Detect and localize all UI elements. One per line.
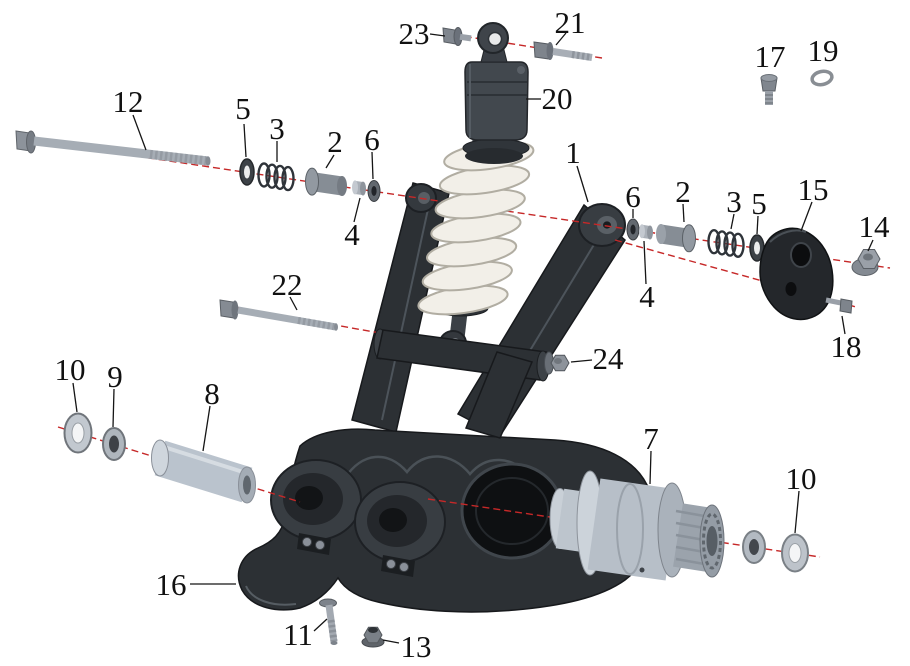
callout-12: 12 [113,84,144,119]
callout-21: 21 [555,5,586,40]
leader-lines [72,32,874,644]
callout-6-left: 6 [364,122,380,157]
callout-17: 17 [755,39,786,74]
clamp-nut-13 [361,626,385,648]
coil-spring-left-3 [257,162,295,192]
pivot-bolt-12 [15,130,211,166]
callout-8: 8 [204,376,220,411]
washer-small-left-9 [102,427,126,461]
bracket-15 [759,227,834,321]
swingarm-part [237,182,655,613]
washer-large-right-10 [781,533,809,573]
callout-5-right: 5 [751,186,767,221]
spacer-tube-8 [151,439,256,504]
pivot-bushing-left-2 [305,167,347,196]
washer-large-left-10 [63,412,93,454]
spacer-right-4 [639,224,653,240]
callout-15: 15 [798,172,829,207]
oring-left-6 [367,180,381,202]
shock-body [464,61,529,141]
callout-20: 20 [542,81,573,116]
callout-14: 14 [859,209,891,244]
callout-23: 23 [399,16,430,51]
washer-inner-right [742,530,766,564]
callout-18: 18 [831,329,862,364]
arm-bolt-24 [544,351,570,375]
flange-nut-14 [851,249,881,276]
lower-shock-bolt-22 [219,299,338,331]
axle-hub-7 [549,470,725,581]
callout-11: 11 [283,617,313,652]
spacer-left-4 [352,180,366,196]
mount-bolt-17 [760,74,778,105]
callout-9: 9 [107,359,123,394]
callout-10-right: 10 [786,461,817,496]
clamp-bolt-11 [319,598,338,645]
callout-13: 13 [401,629,432,664]
callout-19: 19 [808,33,839,68]
seal-washer-left-5 [239,158,255,186]
callout-1: 1 [565,135,581,170]
shock-upper-bolt-front-23 [442,27,472,46]
oring-right-6 [626,218,640,241]
bracket-bolt-18 [825,297,853,314]
seal-washer-right-5 [749,234,765,262]
callout-3-left: 3 [269,111,285,146]
callout-7: 7 [643,421,659,456]
coil-spring-right-3 [707,228,745,259]
callout-labels: 23 21 20 17 19 12 5 3 2 6 4 1 6 2 3 5 15… [55,5,891,664]
callout-24: 24 [593,341,625,376]
callout-10-left: 10 [55,352,86,387]
callout-16: 16 [156,567,187,602]
swingarm-crossmember [373,328,570,439]
retaining-ring-19 [810,69,834,87]
callout-4-right: 4 [639,279,655,314]
pivot-bushing-right-2 [656,224,696,253]
callout-3-right: 3 [726,184,742,219]
callout-4-left: 4 [344,217,360,252]
callout-5-left: 5 [235,91,251,126]
callout-22: 22 [272,267,303,302]
shock-upper-bolt-rear-21 [533,41,593,61]
callout-2-left: 2 [327,124,343,159]
callout-2-right: 2 [675,174,691,209]
bracket-axis [614,239,857,308]
callout-6-right: 6 [625,179,641,214]
